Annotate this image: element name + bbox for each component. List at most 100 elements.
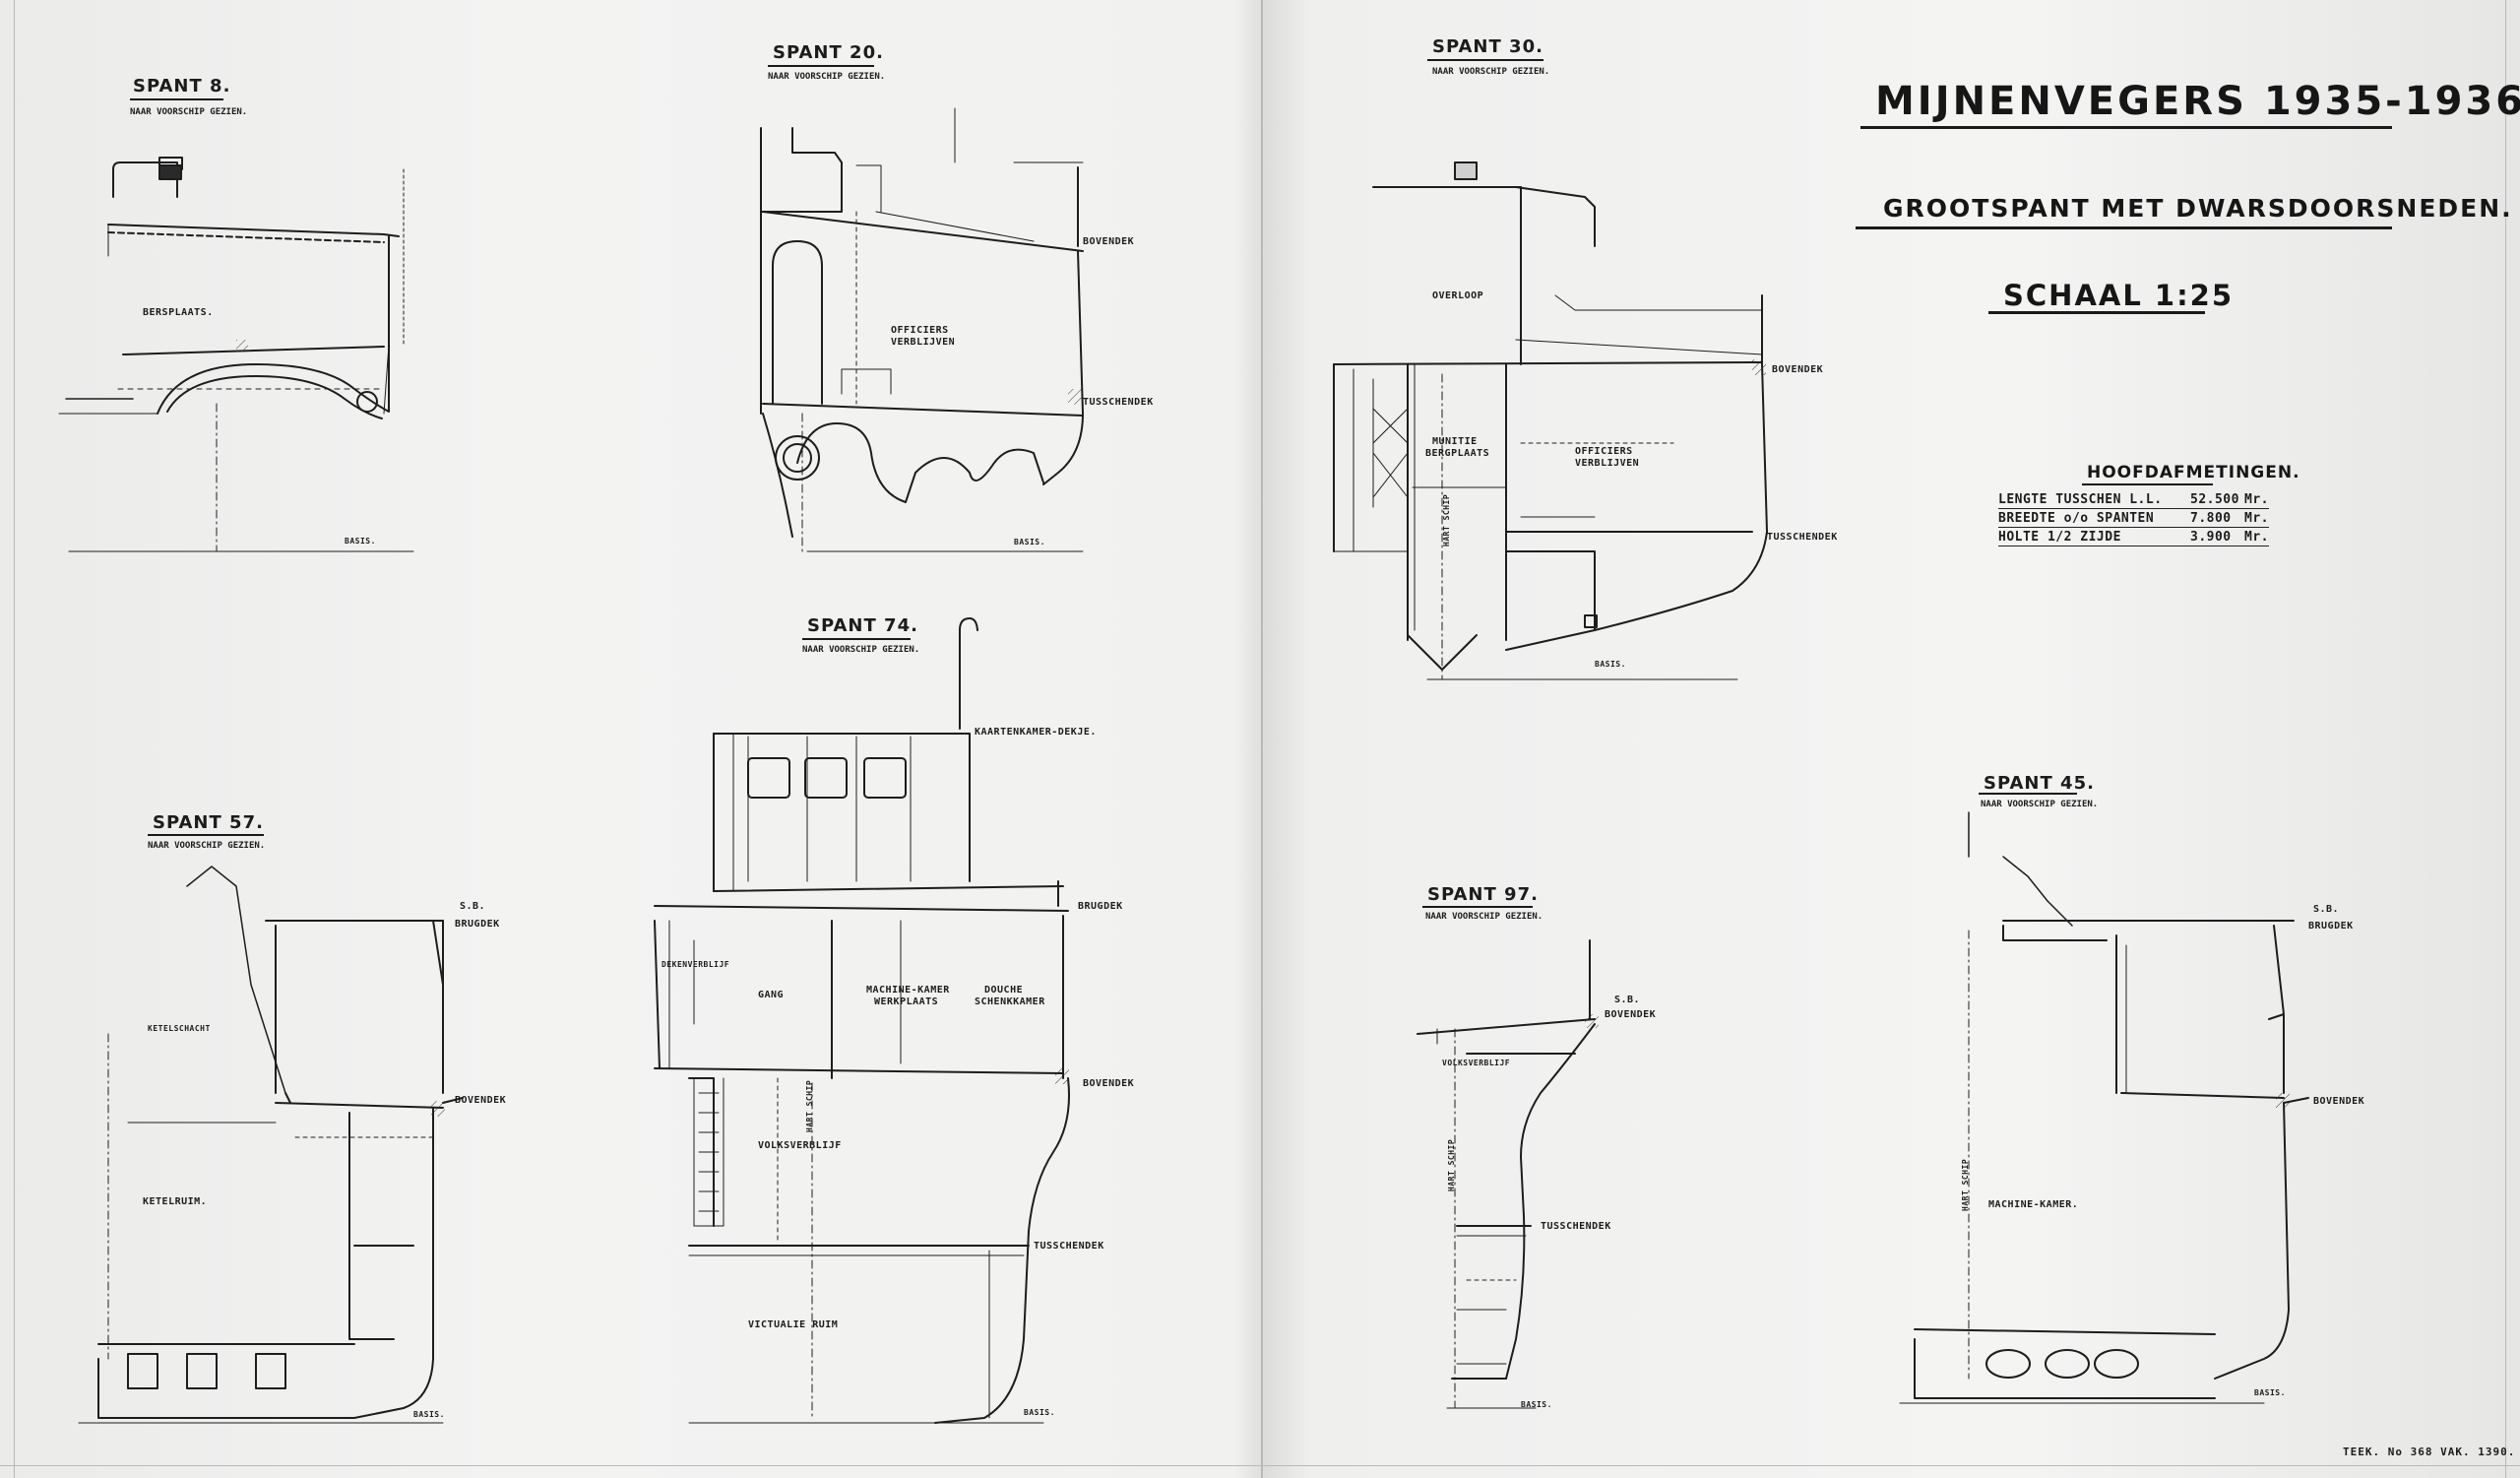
section-title-underline: [768, 65, 874, 67]
label-bovendek: BOVENDEK: [455, 1095, 507, 1106]
section-subtitle: NAAR VOORSCHIP GEZIEN.: [802, 645, 920, 655]
label-tusschendek: TUSSCHENDEK: [1034, 1241, 1104, 1252]
sheet-border-left: [14, 0, 15, 1478]
label-bersplaats: BERSPLAATS.: [143, 307, 214, 318]
section-title-spant-57: SPANT 57.: [153, 812, 264, 833]
label-basis: BASIS.: [1595, 660, 1626, 669]
section-title-spant-8: SPANT 8.: [133, 76, 231, 96]
label-sb: S.B.: [2313, 904, 2340, 915]
label-kaartenkamer-dekje: KAARTENKAMER-DEKJE.: [975, 727, 1097, 738]
label-bovendek: BOVENDEK: [1083, 1078, 1135, 1089]
dimension-unit: Mr.: [2244, 492, 2269, 507]
section-subtitle: NAAR VOORSCHIP GEZIEN.: [1432, 67, 1550, 77]
label-tusschendek: TUSSCHENDEK: [1541, 1221, 1611, 1232]
spant-30-drawing: [1333, 161, 1768, 680]
dimension-unit: Mr.: [2244, 511, 2269, 526]
label-volksverblijf: VOLKSVERBLIJF: [758, 1140, 842, 1151]
section-title-underline: [148, 834, 264, 836]
spant-57-drawing: [78, 866, 464, 1424]
spant-8-drawing: [58, 157, 414, 552]
dimension-underline: [1998, 527, 2269, 528]
spant-74-drawing: [654, 617, 1070, 1424]
dimension-value: 3.900: [2190, 530, 2232, 545]
label-munitie: MUNITIE: [1432, 436, 1478, 447]
label-machine-kamer: MACHINE-KAMER: [866, 985, 950, 996]
label-hart-schip: HART SCHIP: [1442, 493, 1451, 546]
section-subtitle: NAAR VOORSCHIP GEZIEN.: [1981, 800, 2099, 809]
label-werkplaats: WERKPLAATS: [874, 996, 939, 1007]
label-hart-schip: HART SCHIP: [805, 1079, 814, 1132]
label-officiers: OFFICIERS: [1575, 446, 1633, 457]
dimension-unit: Mr.: [2244, 530, 2269, 545]
dimension-label: HOLTE 1/2 ZIJDE: [1998, 530, 2121, 545]
scale-underline: [1988, 311, 2205, 314]
label-basis: BASIS.: [1521, 1400, 1552, 1409]
section-subtitle: NAAR VOORSCHIP GEZIEN.: [1425, 912, 1544, 922]
label-hart-schip: HART SCHIP: [1961, 1158, 1970, 1211]
section-title-spant-30: SPANT 30.: [1432, 36, 1544, 57]
section-title-spant-97: SPANT 97.: [1427, 884, 1539, 905]
label-verblijven: VERBLIJVEN: [1575, 458, 1640, 469]
label-brugdek: BRUGDEK: [455, 919, 500, 930]
label-ketelruim: KETELRUIM.: [143, 1196, 208, 1207]
label-sb: S.B.: [1614, 995, 1641, 1005]
label-machine-kamer: MACHINE-KAMER.: [1988, 1199, 2079, 1210]
label-bovendek: BOVENDEK: [1083, 236, 1135, 247]
drawing-title: MIJNENVEGERS 1935-1936.: [1875, 79, 2520, 124]
label-brugdek: BRUGDEK: [1078, 901, 1123, 912]
label-victualie-ruim: VICTUALIE RUIM: [748, 1319, 839, 1330]
label-verblijven: VERBLIJVEN: [891, 337, 956, 348]
label-bovendek: BOVENDEK: [2313, 1096, 2365, 1107]
label-schenkkamer: SCHENKKAMER: [975, 996, 1045, 1007]
label-hart-schip: HART SCHIP: [1447, 1138, 1456, 1191]
spant-97-drawing: [1417, 939, 1596, 1409]
main-dimensions-underline: [2082, 483, 2213, 485]
label-officiers: OFFICIERS: [891, 325, 949, 336]
label-bovendek: BOVENDEK: [1772, 364, 1824, 375]
label-bovendek: BOVENDEK: [1605, 1009, 1657, 1020]
dimension-value: 7.800: [2190, 511, 2232, 526]
scale-label: SCHAAL 1:25: [2003, 279, 2235, 312]
section-title-underline: [1427, 59, 1544, 61]
drawing-number: TEEK. No 368 VAK. 1390.: [2343, 1446, 2516, 1458]
label-dekenverblijf: DEKENVERBLIJF: [662, 960, 730, 969]
label-brugdek: BRUGDEK: [2308, 921, 2354, 932]
section-title-spant-45: SPANT 45.: [1984, 773, 2095, 794]
sheet-border-bottom: [0, 1465, 2520, 1466]
label-tusschendek: TUSSCHENDEK: [1767, 532, 1838, 543]
section-title-underline: [130, 98, 223, 100]
section-title-spant-74: SPANT 74.: [807, 615, 918, 636]
sheet-border-right: [2505, 0, 2506, 1478]
section-title-underline: [802, 638, 911, 640]
label-basis: BASIS.: [1014, 538, 1045, 546]
section-title-underline: [1979, 793, 2077, 795]
section-subtitle: NAAR VOORSCHIP GEZIEN.: [768, 72, 886, 82]
label-sb: S.B.: [460, 901, 486, 912]
title-underline: [1860, 126, 2392, 129]
label-volksverblijf: VOLKSVERBLIJF: [1442, 1059, 1511, 1067]
section-subtitle: NAAR VOORSCHIP GEZIEN.: [148, 841, 266, 851]
label-basis: BASIS.: [2254, 1388, 2286, 1397]
dimension-underline: [1998, 508, 2269, 509]
label-basis: BASIS.: [345, 537, 376, 546]
section-subtitle: NAAR VOORSCHIP GEZIEN.: [130, 107, 248, 117]
dimension-value: 52.500: [2190, 492, 2239, 507]
spant-20-drawing: [760, 107, 1084, 552]
spant-45-drawing: [1899, 811, 2309, 1404]
sheet-fold-line: [1261, 0, 1263, 1478]
drawing-subtitle: GROOTSPANT MET DWARSDOORSNEDEN.: [1883, 194, 2513, 223]
dimension-label: BREEDTE o/o SPANTEN: [1998, 511, 2155, 526]
label-basis: BASIS.: [413, 1410, 445, 1419]
label-ketelschacht: KETELSCHACHT: [148, 1024, 211, 1033]
subtitle-underline: [1856, 226, 2392, 229]
label-overloop: OVERLOOP: [1432, 290, 1484, 301]
main-dimensions-heading: HOOFDAFMETINGEN.: [2087, 463, 2300, 482]
section-title-underline: [1422, 906, 1533, 908]
label-bergplaats: BERGPLAATS: [1425, 448, 1490, 459]
label-basis: BASIS.: [1024, 1408, 1055, 1417]
label-douche: DOUCHE: [984, 985, 1024, 996]
dimension-label: LENGTE TUSSCHEN L.L.: [1998, 492, 2163, 507]
label-gang: GANG: [758, 990, 785, 1000]
